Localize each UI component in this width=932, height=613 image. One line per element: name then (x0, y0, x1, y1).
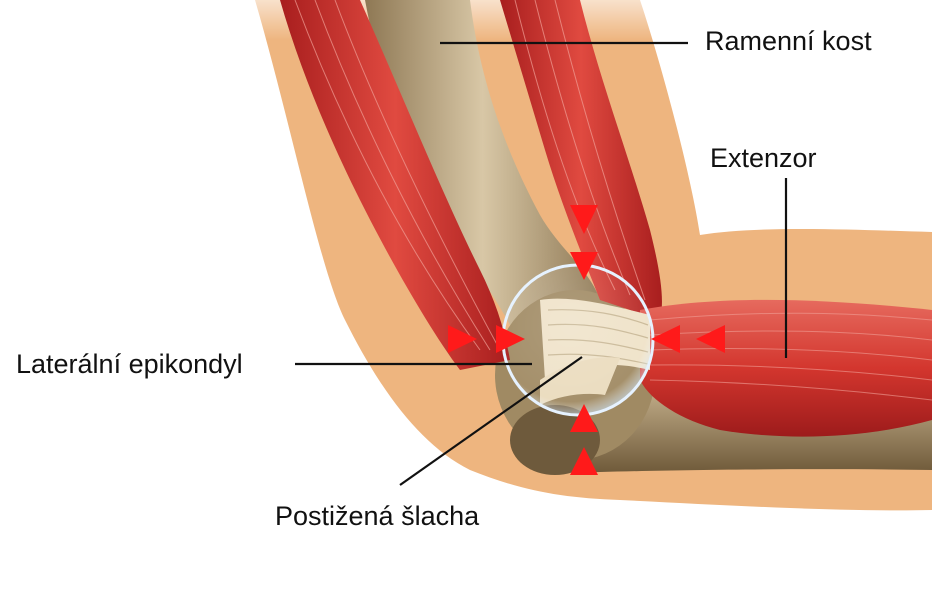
pressure-arrows (448, 205, 725, 475)
arrow-top-2 (570, 252, 598, 280)
arrow-bottom-2 (570, 447, 598, 475)
arrow-right-2 (696, 325, 725, 353)
arrow-bottom-1 (570, 404, 598, 432)
label-extensor: Extenzor (710, 143, 817, 173)
humerus-bone (365, 0, 600, 345)
magnifier-circle (501, 263, 655, 417)
arrow-left-2 (496, 325, 525, 353)
upper-arm-muscle-right (500, 0, 662, 320)
label-lateral-epicondyle: Laterální epikondyl (16, 349, 243, 379)
leader-line-tendon (399, 356, 583, 486)
arrow-right-1 (651, 325, 680, 353)
label-humerus: Ramenní kost (705, 26, 872, 56)
label-affected-tendon: Postižená šlacha (275, 501, 480, 531)
upper-arm-muscle-left (280, 0, 510, 370)
arrow-top-1 (570, 205, 598, 234)
arrow-left-1 (448, 325, 477, 353)
